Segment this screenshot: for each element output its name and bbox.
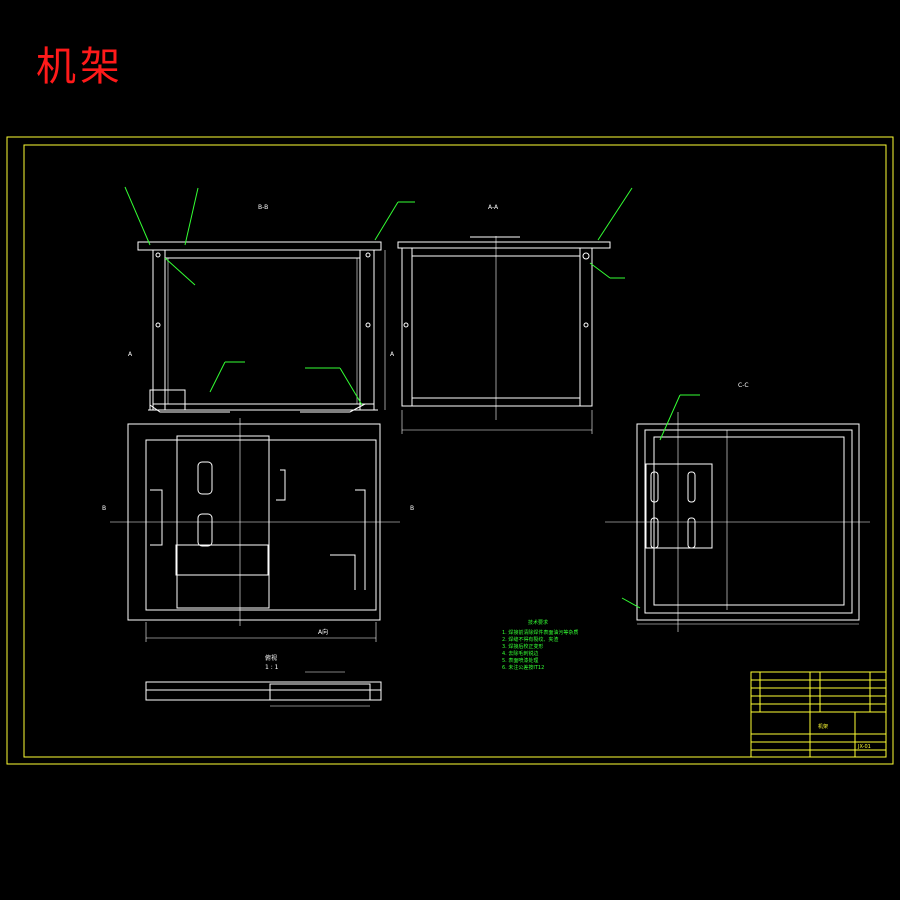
svg-text:A: A <box>390 351 395 358</box>
leaders-view-top <box>621 394 700 609</box>
svg-text:B: B <box>410 505 414 512</box>
section-label: A向 <box>318 628 328 636</box>
notes-heading: 技术要求 <box>528 619 548 626</box>
view-plan: B B 俯视 1 : 1 A向 <box>102 418 414 671</box>
inner-frame <box>23 144 887 758</box>
notes-line-1: 1. 焊接前清除焊件表面油污等杂质 <box>502 629 578 636</box>
view-front-section: B-B A A <box>128 204 395 413</box>
drawing-number: JX-01 <box>857 744 871 750</box>
technical-notes: 技术要求 1. 焊接前清除焊件表面油污等杂质 2. 焊缝不得有裂纹、夹渣 3. … <box>502 619 578 671</box>
view-c-label: C-C <box>738 382 749 389</box>
svg-text:A: A <box>128 351 133 358</box>
notes-line-3: 3. 焊接后校正变形 <box>502 643 543 650</box>
view-top: C-C <box>605 382 870 632</box>
view-side-section: A-A <box>397 204 611 434</box>
bottom-view-scale: 1 : 1 <box>265 664 279 671</box>
leaders-view-2 <box>589 187 633 279</box>
bottom-view-label: 俯视 <box>265 654 277 662</box>
notes-line-4: 4. 去除毛刺锐边 <box>502 650 538 657</box>
drawing-title: 机架 <box>36 44 124 90</box>
view-a-label: A-A <box>488 204 499 211</box>
svg-text:B: B <box>102 505 106 512</box>
part-name: 机架 <box>818 723 828 730</box>
view-b-label: B-B <box>258 204 268 211</box>
outer-frame <box>6 136 894 765</box>
leaders-view-1 <box>124 186 415 406</box>
notes-line-6: 6. 未注公差按IT12 <box>502 664 544 671</box>
notes-line-2: 2. 焊缝不得有裂纹、夹渣 <box>502 636 558 643</box>
view-strip-section <box>145 671 382 707</box>
title-block: 机架 JX-01 <box>750 671 887 758</box>
notes-line-5: 5. 表面喷漆处理 <box>502 657 538 664</box>
